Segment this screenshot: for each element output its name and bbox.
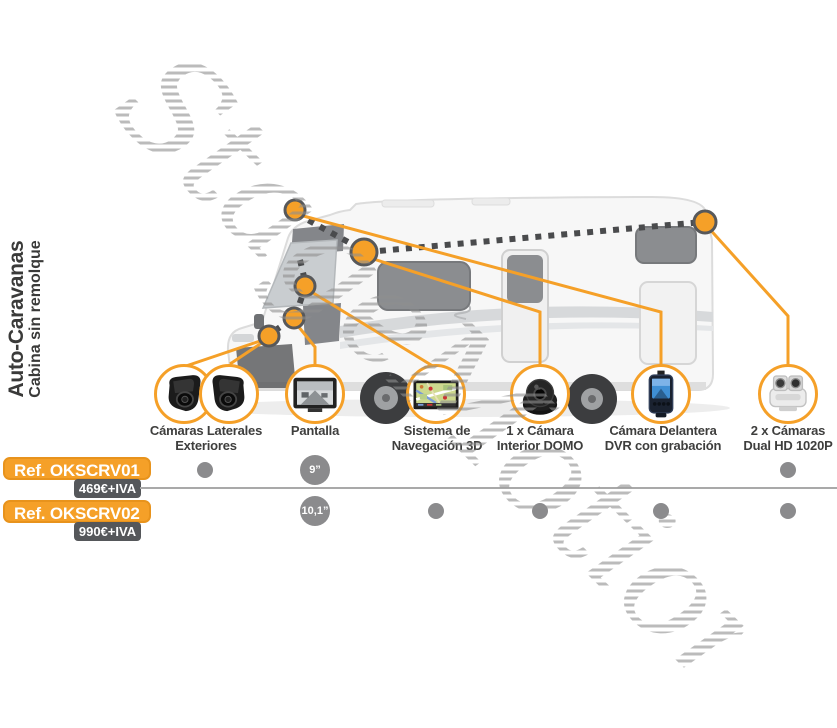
mount-dot-mirror [257, 324, 281, 348]
pack2-price-badge: 990€+IVA [74, 522, 141, 541]
pack1-laterales-dot [197, 462, 213, 478]
label-line: Navegación 3D [391, 437, 483, 453]
mount-dots [257, 198, 718, 348]
label-line: 2 x Cámaras [750, 423, 826, 438]
product-circle-dvr [631, 364, 691, 424]
label-line: DVR con grabación [604, 437, 722, 453]
pack1-dual-dot [780, 462, 796, 478]
label-line: 1 x Cámara [506, 423, 574, 438]
product-label-laterales: Cámaras Laterales Exteriores [136, 423, 276, 454]
label-line: Interior DOMO [496, 437, 584, 453]
pack2-dvr-dot [653, 503, 669, 519]
pack1-price-badge: 469€+IVA [74, 479, 141, 498]
product-circle-navegacion [406, 364, 466, 424]
dvr-camera-icon [648, 370, 674, 418]
mount-dot-roof-front [283, 198, 307, 222]
monitor-icon [293, 377, 337, 412]
rear-wheel [567, 374, 617, 424]
product-circle-pantalla [285, 364, 345, 424]
pack2-pantalla-badge: 10,1” [300, 496, 330, 526]
product-label-dvr: Cámara Delantera DVR con grabación [593, 423, 733, 454]
label-line: Exteriores [175, 437, 237, 453]
mount-dot-cab-side [349, 237, 379, 267]
label-line: Dual HD 1020P [743, 437, 833, 453]
dual-camera-icon [769, 375, 807, 412]
nav-screen-icon [413, 380, 459, 410]
label-line: Pantalla [290, 423, 340, 438]
mount-dot-dash [282, 306, 306, 330]
pack2-ref-badge: Ref. OKSCRV02 [3, 500, 151, 523]
product-label-domo: 1 x Cámara Interior DOMO [470, 423, 610, 454]
pack2-price-text: 990€+IVA [78, 524, 137, 539]
label-line: Sistema de [403, 423, 471, 438]
product-circle-lateral-2 [199, 364, 259, 424]
label-line: Cámaras Laterales [149, 423, 263, 438]
side-camera-icon [168, 375, 201, 412]
pack-divider-line [140, 487, 837, 489]
product-label-dual: 2 x Cámaras Dual HD 1020P [718, 423, 837, 454]
pack2-domo-dot [532, 503, 548, 519]
motorhome-illustration [226, 195, 715, 424]
product-circle-dual [758, 364, 818, 424]
pack2-navegacion-dot [428, 503, 444, 519]
side-camera-icon [212, 375, 245, 412]
pack1-ref-text: Ref. OKSCRV01 [14, 461, 140, 480]
dome-camera-icon [522, 378, 558, 415]
mount-dot-windshield [293, 274, 317, 298]
front-wheel [360, 372, 412, 424]
product-circle-domo [510, 364, 570, 424]
pack2-ref-text: Ref. OKSCRV02 [14, 504, 140, 523]
label-line: Cámara Delantera [609, 423, 717, 438]
product-label-pantalla: Pantalla [245, 423, 385, 439]
product-label-navegacion: Sistema de Navegación 3D [367, 423, 507, 454]
pack2-dual-dot [780, 503, 796, 519]
pack1-pantalla-badge: 9” [300, 455, 330, 485]
pack1-price-text: 469€+IVA [78, 481, 137, 496]
pack1-ref-badge: Ref. OKSCRV01 [3, 457, 151, 480]
mount-dot-rear [692, 209, 718, 235]
